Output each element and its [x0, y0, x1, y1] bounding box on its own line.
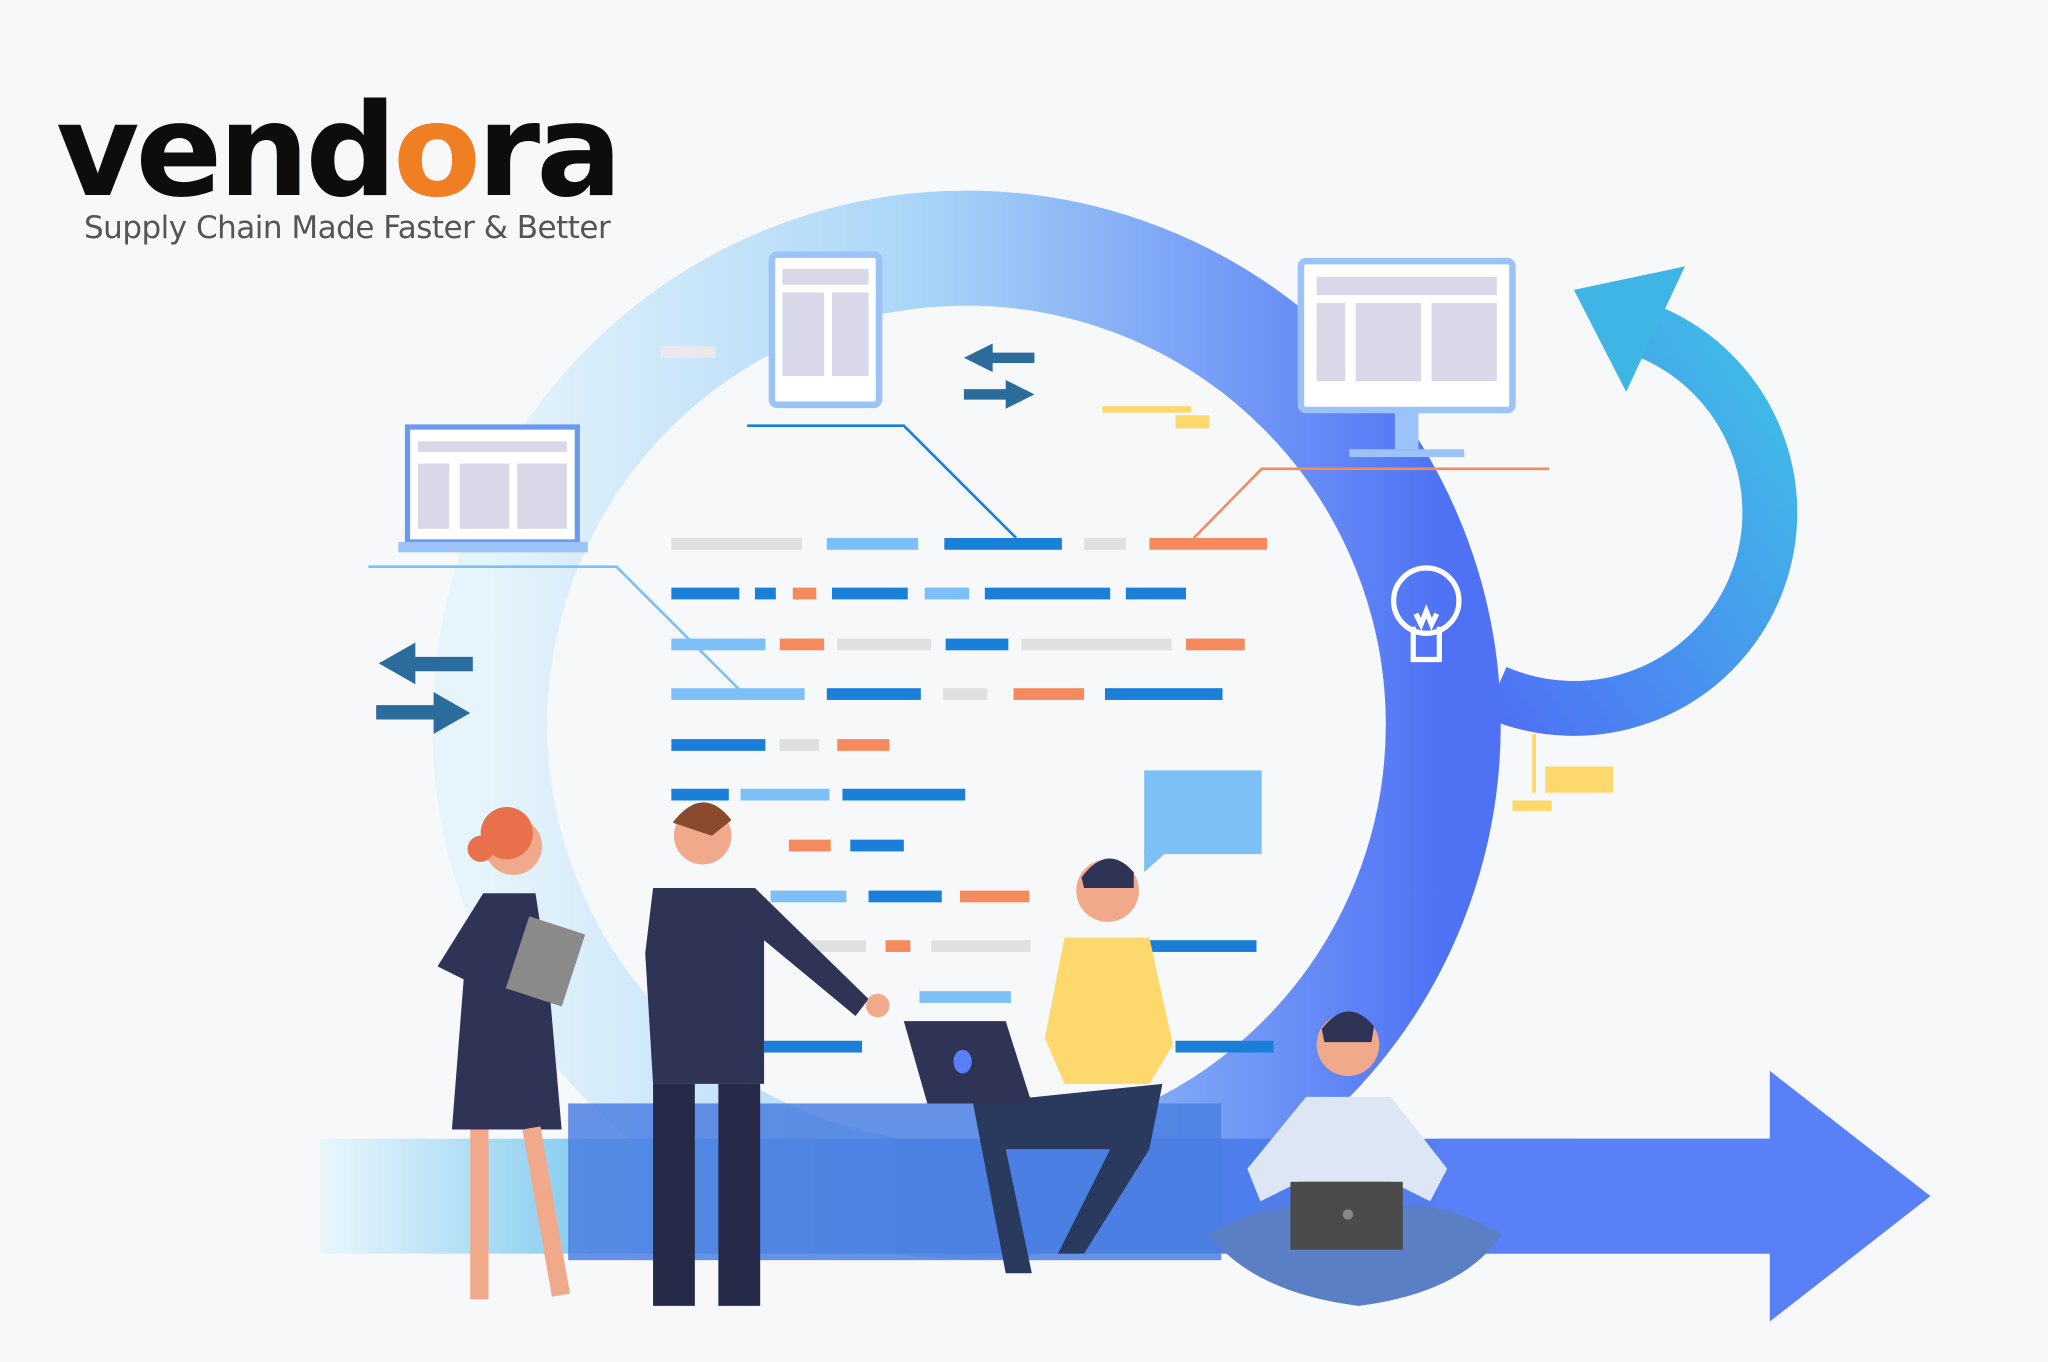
wordmark-accent-o: o [393, 77, 481, 226]
brand-wordmark: vendora [56, 88, 656, 216]
lightbulb-icon [1391, 565, 1462, 663]
wordmark-part: ra [476, 77, 622, 226]
tablet-icon [768, 251, 883, 409]
man-pointing [645, 802, 890, 1306]
brand-tagline: Supply Chain Made Faster & Better [84, 210, 611, 246]
man-with-laptop-sitting [903, 858, 1173, 1274]
exchange-arrows-icon [376, 343, 1035, 734]
process-bars [660, 346, 1614, 1053]
laptop-icon [398, 424, 588, 553]
cycle-arrow-icon [1484, 307, 1798, 736]
wordmark-part: vend [56, 77, 397, 226]
monitor-icon [1297, 257, 1516, 458]
chat-bubble-icon [1144, 770, 1262, 873]
forward-arrow-icon [1436, 1070, 1931, 1322]
man-cross-legged-laptop [1208, 1011, 1503, 1306]
woman-with-tablet [437, 807, 586, 1300]
vendora-logo: vendora Supply Chain Made Faster & Bette… [56, 88, 656, 247]
